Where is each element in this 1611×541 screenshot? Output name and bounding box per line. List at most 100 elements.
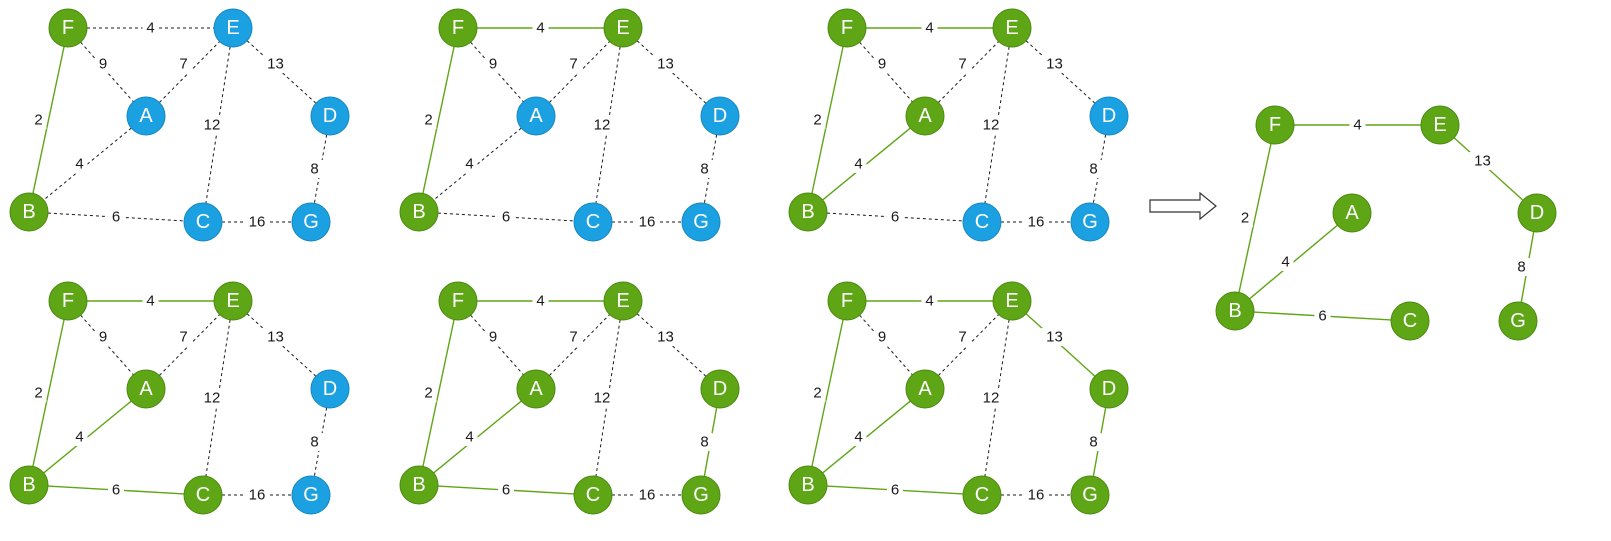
edge-weight-label: 4: [536, 293, 544, 310]
edge-label-bg: [1469, 152, 1496, 170]
node-e-in-tree: [603, 281, 643, 321]
edge-weight-label: 6: [112, 209, 120, 226]
node-label-a: A: [918, 378, 932, 400]
edge-weight-label: 4: [536, 20, 544, 37]
edge-weight-label: 2: [34, 112, 42, 129]
edge-f-b-chosen: [422, 46, 455, 194]
node-f-in-tree: [1255, 105, 1295, 145]
edge-weight-label: 12: [204, 390, 221, 407]
node-d-in-tree: [1517, 193, 1557, 233]
edge-label-bg: [306, 433, 323, 451]
node-label-e: E: [1005, 290, 1018, 312]
edge-weight-label: 9: [489, 56, 497, 73]
edge-weight-label: 7: [569, 56, 577, 73]
edge-weight-label: 16: [639, 214, 656, 231]
edge-label-bg: [498, 208, 514, 226]
edge-f-b-chosen: [1238, 143, 1272, 293]
node-f-in-tree: [827, 281, 867, 321]
node-label-a: A: [529, 378, 543, 400]
edge-f-b-chosen: [811, 319, 844, 467]
edge-weight-label: 4: [1353, 117, 1361, 134]
edge-label-bg: [498, 481, 514, 499]
node-d-not-in-tree: [310, 96, 350, 136]
node-a-not-in-tree: [126, 96, 166, 136]
node-a-in-tree: [126, 369, 166, 409]
node-label-b: B: [1228, 300, 1241, 322]
node-g-not-in-tree: [291, 475, 331, 515]
edge-f-a-candidate: [470, 41, 524, 103]
edge-weight-label: 13: [1046, 329, 1063, 346]
edge-weight-label: 4: [465, 156, 473, 173]
edge-weight-label: 6: [502, 209, 510, 226]
edge-label-bg: [244, 213, 270, 231]
edge-label-bg: [485, 55, 501, 73]
edge-weight-label: 13: [1474, 153, 1491, 170]
edge-f-a-candidate: [859, 314, 913, 376]
node-label-c: C: [586, 484, 600, 506]
edge-label-bg: [1349, 116, 1366, 134]
node-e-in-tree: [992, 8, 1032, 48]
edge-f-a-candidate: [859, 41, 913, 103]
edge-label-bg: [306, 160, 323, 178]
edge-label-bg: [30, 384, 47, 402]
edge-weight-label: 2: [813, 385, 821, 402]
node-label-d: D: [323, 378, 337, 400]
edge-label-bg: [696, 160, 713, 178]
edge-weight-label: 8: [1089, 161, 1097, 178]
edge-label-bg: [565, 55, 582, 73]
edge-f-a-candidate: [80, 314, 134, 376]
edge-label-bg: [978, 389, 1004, 407]
node-label-b: B: [801, 474, 814, 496]
edge-weight-label: 9: [878, 56, 886, 73]
edge-label-bg: [485, 328, 501, 346]
node-a-in-tree: [516, 369, 556, 409]
node-a-in-tree: [905, 96, 945, 136]
edge-weight-label: 16: [1028, 487, 1045, 504]
node-f-in-tree: [438, 281, 478, 321]
node-label-f: F: [841, 17, 853, 39]
node-label-d: D: [323, 105, 337, 127]
edge-label-bg: [142, 292, 159, 310]
edge-label-bg: [696, 433, 713, 451]
node-d-in-tree: [700, 369, 740, 409]
edge-weight-label: 4: [146, 293, 154, 310]
node-label-e: E: [1005, 17, 1018, 39]
edge-label-bg: [850, 155, 867, 173]
node-label-g: G: [693, 484, 709, 506]
edge-weight-label: 4: [925, 20, 933, 37]
edge-weight-label: 13: [657, 56, 674, 73]
node-label-c: C: [196, 484, 210, 506]
edge-weight-label: 8: [700, 434, 708, 451]
edge-weight-label: 2: [1241, 210, 1249, 227]
node-label-e: E: [226, 17, 239, 39]
edge-weight-label: 4: [1281, 254, 1289, 271]
edge-label-bg: [461, 428, 478, 446]
edge-weight-label: 12: [594, 390, 611, 407]
node-g-not-in-tree: [1070, 202, 1110, 242]
edge-weight-label: 4: [854, 156, 862, 173]
node-label-d: D: [1530, 202, 1544, 224]
node-c-in-tree: [183, 475, 223, 515]
node-label-e: E: [1433, 114, 1446, 136]
edge-f-b-chosen: [32, 319, 65, 467]
edge-weight-label: 6: [1318, 308, 1326, 325]
edge-label-bg: [874, 55, 890, 73]
edge-label-bg: [262, 328, 289, 346]
edge-label-bg: [108, 481, 124, 499]
edge-weight-label: 12: [204, 117, 221, 134]
edge-label-bg: [887, 208, 903, 226]
right-arrow-icon: [1149, 191, 1217, 221]
node-label-g: G: [1510, 310, 1526, 332]
node-b-in-tree: [1215, 291, 1255, 331]
edge-weight-label: 16: [249, 487, 266, 504]
arrow-shape: [1149, 191, 1217, 221]
edge-weight-label: 4: [854, 429, 862, 446]
edge-weight-label: 4: [75, 429, 83, 446]
node-label-e: E: [616, 17, 629, 39]
node-e-in-tree: [213, 281, 253, 321]
